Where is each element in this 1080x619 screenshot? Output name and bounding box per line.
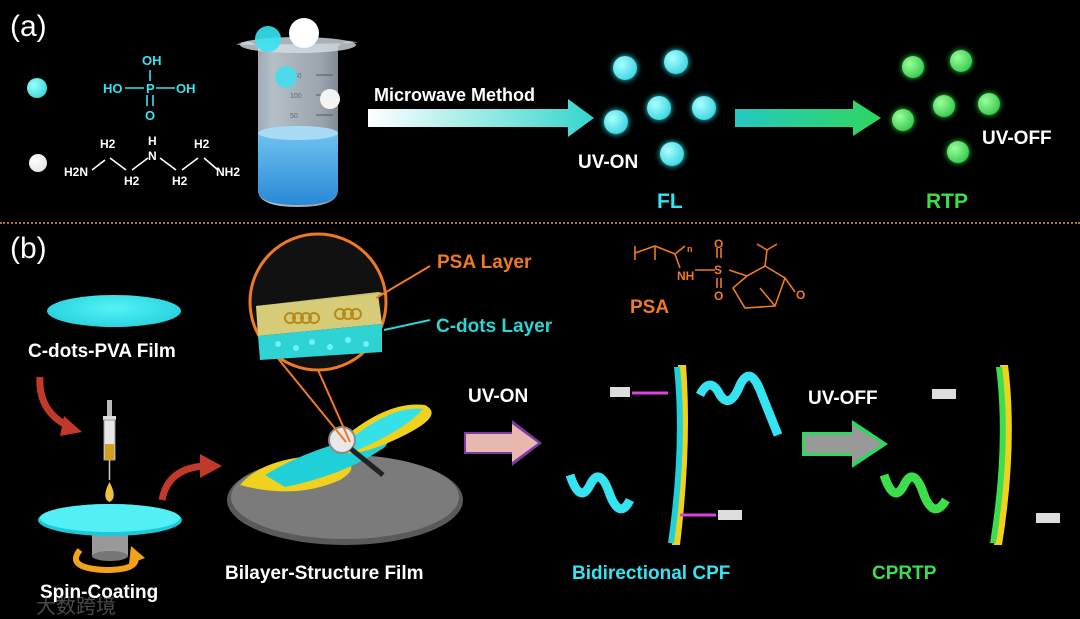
cprtp-label: CPRTP xyxy=(872,563,937,584)
svg-text:O: O xyxy=(714,237,723,251)
oh-right: OH xyxy=(176,81,196,96)
o-atom: O xyxy=(145,108,155,123)
fl-to-rtp-arrow xyxy=(735,100,881,136)
diethylenetriamine-structure: H2N H2 H2 N H H2 H2 NH2 xyxy=(64,134,240,188)
svg-text:H: H xyxy=(148,134,157,148)
amine-dot xyxy=(29,154,47,172)
cdots-pva-film xyxy=(47,295,181,327)
bidirectional-cpf-illustration xyxy=(565,365,783,545)
watermark: 大数跨境 xyxy=(36,596,116,618)
svg-text:S: S xyxy=(714,263,722,277)
svg-text:100: 100 xyxy=(290,93,302,100)
svg-text:NH: NH xyxy=(677,269,694,283)
uv-off-label-b: UV-OFF xyxy=(808,388,878,409)
uv-on-label-a: UV-ON xyxy=(578,152,639,173)
svg-text:NH2: NH2 xyxy=(216,165,240,179)
bidirectional-cpf-label: Bidirectional CPF xyxy=(572,563,731,584)
fl-label: FL xyxy=(657,190,683,213)
uv-off-arrow xyxy=(802,420,888,468)
microwave-method-label: Microwave Method xyxy=(374,85,536,105)
psa-label: PSA xyxy=(630,297,670,318)
psa-layer-label: PSA Layer xyxy=(437,252,532,273)
uv-on-arrow xyxy=(464,420,542,466)
uv-off-label-a: UV-OFF xyxy=(982,128,1052,149)
svg-text:O: O xyxy=(796,288,805,302)
spin-coater xyxy=(38,504,182,574)
svg-text:n: n xyxy=(687,244,693,254)
p-atom: P xyxy=(146,81,155,96)
syringe-icon xyxy=(103,400,116,502)
curved-arrow-up-icon xyxy=(158,454,222,501)
svg-text:H2: H2 xyxy=(100,137,116,151)
magnified-layer-view xyxy=(248,232,388,443)
uv-on-label-b: UV-ON xyxy=(468,386,529,407)
svg-text:N: N xyxy=(148,149,157,163)
phosphoric-acid-structure: OH HO P OH O xyxy=(103,53,196,123)
svg-text:H2N: H2N xyxy=(64,165,88,179)
psa-structure: n NH S O O O xyxy=(634,237,805,309)
cdots-pva-film-label: C-dots-PVA Film xyxy=(28,341,176,362)
cdots-layer-label: C-dots Layer xyxy=(436,316,553,337)
svg-text:H2: H2 xyxy=(172,174,188,188)
svg-text:H2: H2 xyxy=(124,174,140,188)
oh-top: OH xyxy=(142,53,162,68)
rtp-label: RTP xyxy=(926,190,968,213)
svg-text:H2: H2 xyxy=(194,137,210,151)
bilayer-structure-film-label: Bilayer-Structure Film xyxy=(225,563,424,584)
panel-a-label: (a) xyxy=(10,10,47,43)
beaker: 150 100 50 xyxy=(236,18,358,207)
layer-callout-lines xyxy=(375,265,431,331)
spin-coating-label: Spin-Coating xyxy=(40,582,159,603)
panel-b-label: (b) xyxy=(10,232,47,265)
microwave-arrow xyxy=(368,99,594,137)
ho-left: HO xyxy=(103,81,123,96)
curved-arrow-down-icon xyxy=(36,376,82,436)
svg-text:O: O xyxy=(714,289,723,303)
svg-text:50: 50 xyxy=(290,113,298,120)
phosphoric-acid-dot xyxy=(27,78,47,98)
panel-divider xyxy=(0,222,1080,224)
cprtp-illustration xyxy=(879,365,1060,545)
bilayer-film-plate xyxy=(227,404,463,545)
